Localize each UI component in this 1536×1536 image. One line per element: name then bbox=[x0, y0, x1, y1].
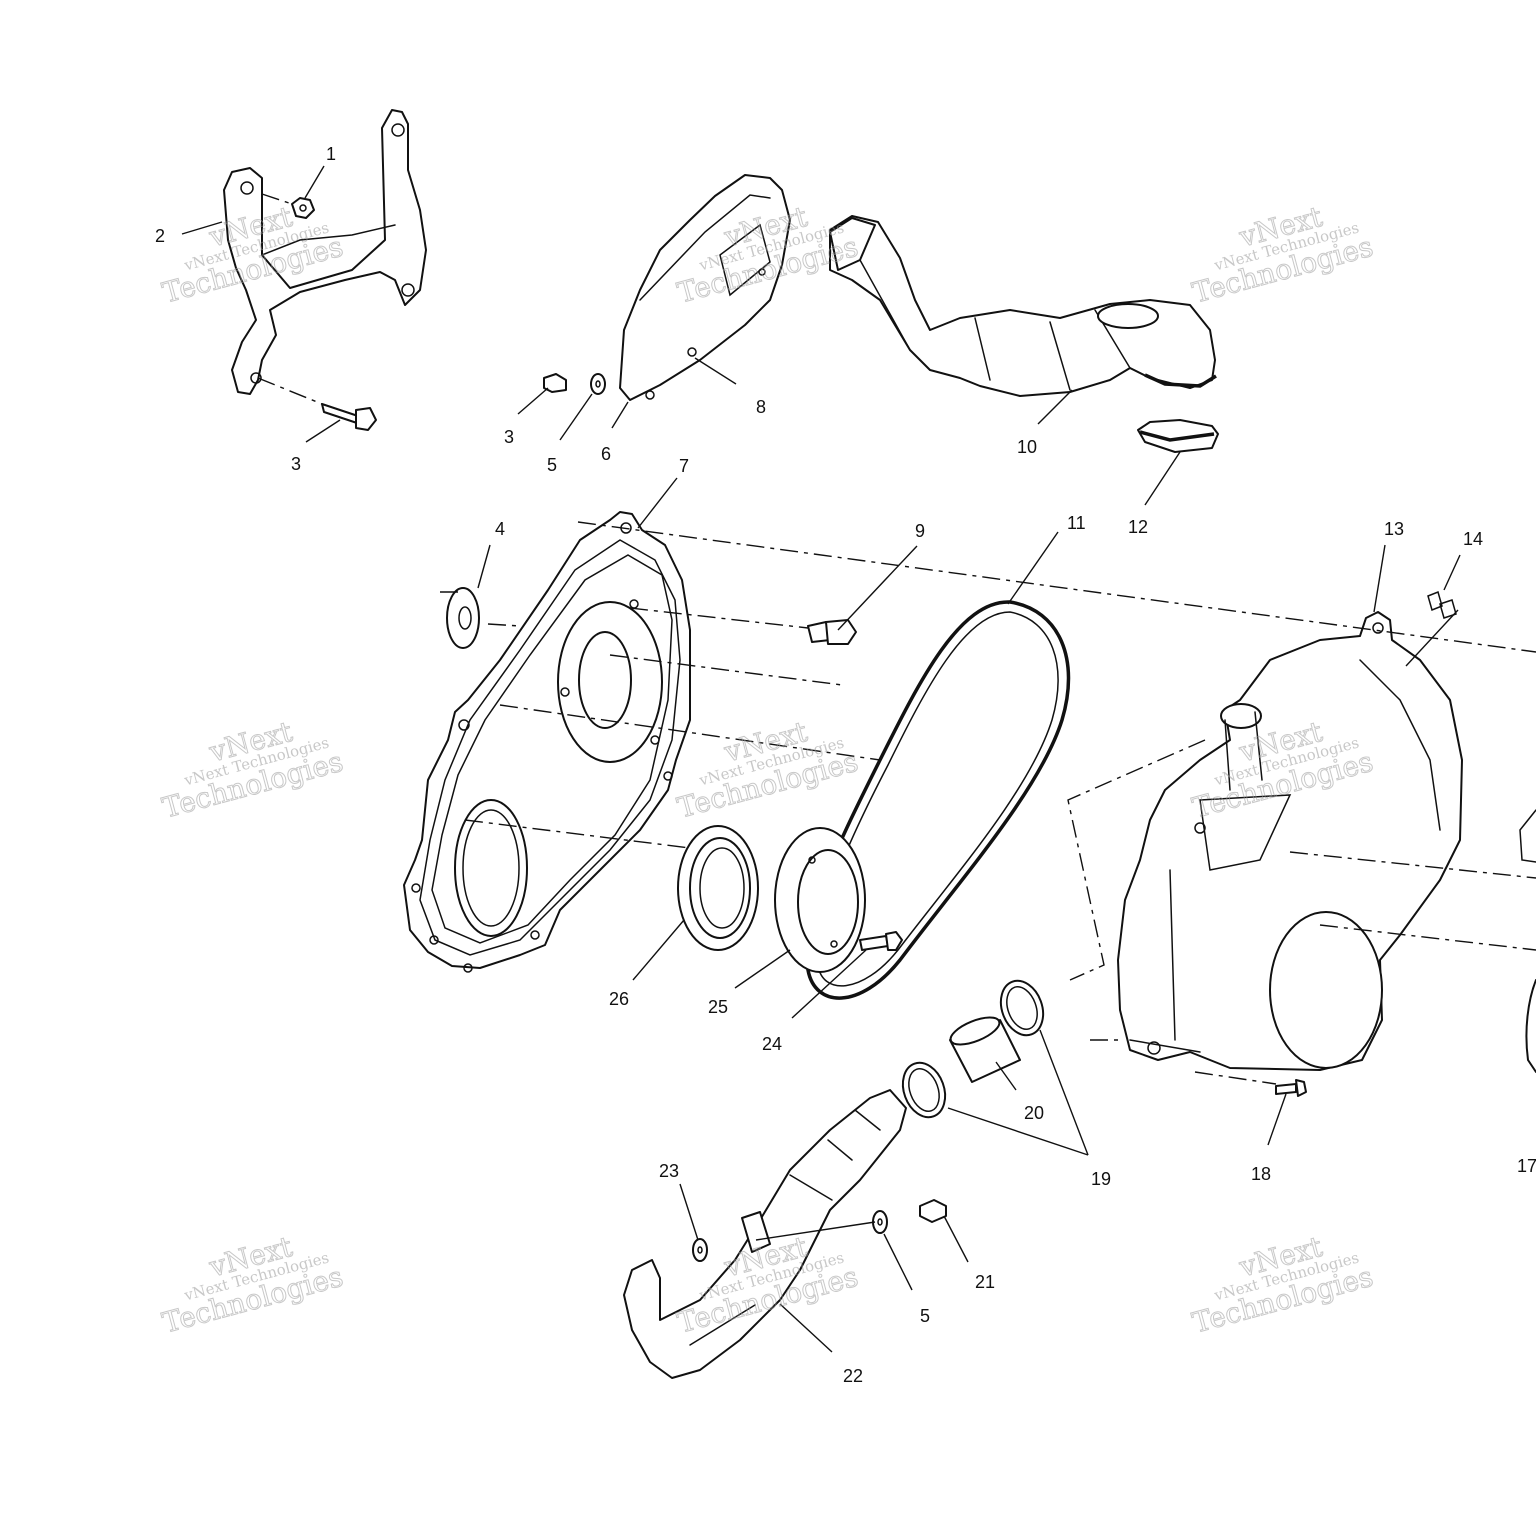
washer-lower-right bbox=[872, 1210, 888, 1234]
washer-upper bbox=[590, 373, 606, 395]
bolt-bracket bbox=[321, 403, 377, 431]
callout-21: 21 bbox=[975, 1272, 995, 1292]
bearing-plate bbox=[774, 827, 866, 973]
part-17-edge bbox=[1525, 979, 1536, 1073]
intake-duct bbox=[829, 215, 1217, 397]
hose-coupler bbox=[949, 1016, 1021, 1083]
callout-22: 22 bbox=[843, 1366, 863, 1386]
callout-13: 13 bbox=[1384, 519, 1404, 539]
mounting-bracket bbox=[223, 109, 427, 395]
outer-clutch-cover bbox=[1117, 611, 1463, 1071]
air-box-plate bbox=[619, 174, 791, 401]
callout-24: 24 bbox=[762, 1034, 782, 1054]
watermark: vNext vNext Technologies Technologies bbox=[673, 714, 862, 825]
coupler-ring bbox=[1137, 419, 1219, 453]
callout-9: 9 bbox=[915, 521, 925, 541]
screw-plate bbox=[859, 931, 903, 951]
drive-belt bbox=[805, 600, 1071, 1000]
callout-3-airbox: 3 bbox=[504, 427, 514, 447]
callout-11: 11 bbox=[1067, 513, 1086, 533]
flange-bolt bbox=[807, 619, 857, 645]
decal bbox=[1427, 590, 1457, 619]
callout-3-bracket: 3 bbox=[291, 454, 301, 474]
hose-clamp-upper bbox=[999, 979, 1045, 1037]
watermark: vNext vNext Technologies Technologies bbox=[158, 714, 347, 825]
callout-7: 7 bbox=[679, 456, 689, 476]
callout-23: 23 bbox=[659, 1161, 679, 1181]
callout-2: 2 bbox=[155, 226, 165, 246]
bolt-small bbox=[543, 373, 567, 393]
bolt-lower bbox=[919, 1199, 947, 1223]
watermark: vNext vNext Technologies Technologies bbox=[1188, 1229, 1377, 1340]
outlet-duct bbox=[623, 1089, 907, 1379]
callout-labels: 1 2 3 3 5 6 8 10 12 7 4 9 11 13 14 26 25… bbox=[155, 144, 1536, 1386]
callout-17: 17 bbox=[1517, 1156, 1536, 1176]
leader-lines bbox=[181, 165, 1461, 1353]
oil-seal bbox=[677, 825, 759, 951]
callout-1: 1 bbox=[326, 144, 336, 164]
assembly-axes bbox=[257, 193, 1536, 1085]
decal-edge bbox=[1519, 809, 1536, 863]
hose-clamp-lower bbox=[901, 1061, 947, 1119]
washer-large bbox=[446, 587, 480, 649]
nut bbox=[291, 197, 315, 219]
watermark: vNext vNext Technologies Technologies bbox=[158, 1229, 347, 1340]
callout-8: 8 bbox=[756, 397, 766, 417]
callout-4: 4 bbox=[495, 519, 505, 539]
callout-19: 19 bbox=[1091, 1169, 1111, 1189]
callout-6: 6 bbox=[601, 444, 611, 464]
callout-14: 14 bbox=[1463, 529, 1483, 549]
callout-5-lower: 5 bbox=[920, 1306, 930, 1326]
callout-25: 25 bbox=[708, 997, 728, 1017]
inner-clutch-cover bbox=[403, 511, 691, 973]
callout-18: 18 bbox=[1251, 1164, 1271, 1184]
washer-lower-left bbox=[692, 1238, 708, 1262]
callout-20: 20 bbox=[1024, 1103, 1044, 1123]
callout-5-upper: 5 bbox=[547, 455, 557, 475]
callout-26: 26 bbox=[609, 989, 629, 1009]
screw-cover bbox=[1275, 1079, 1307, 1097]
callout-10: 10 bbox=[1017, 437, 1037, 457]
watermark: vNext vNext Technologies Technologies bbox=[1188, 199, 1377, 310]
callout-12: 12 bbox=[1128, 517, 1148, 537]
